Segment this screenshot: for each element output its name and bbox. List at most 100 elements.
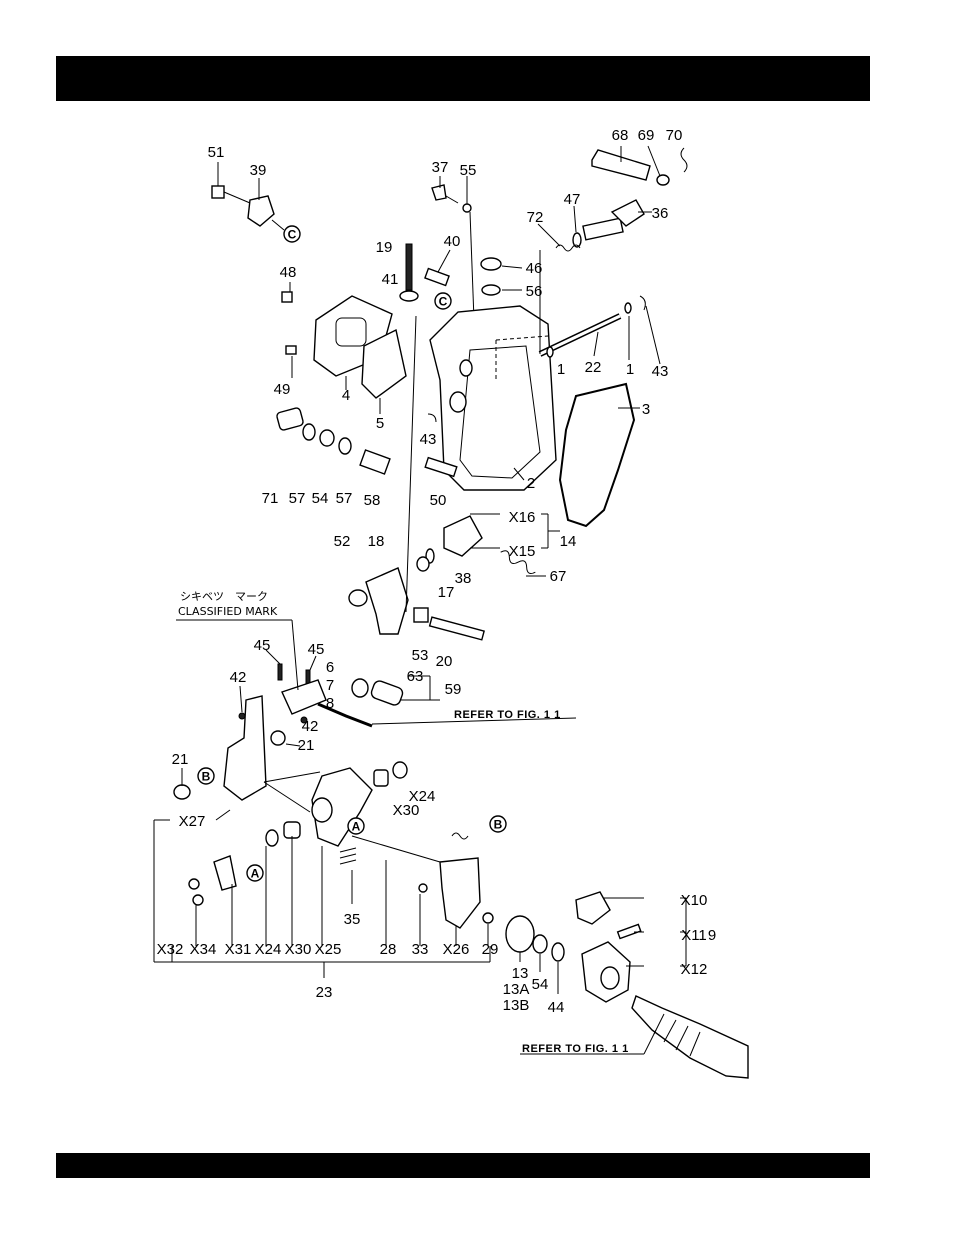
- part-label-9: 9: [708, 927, 716, 944]
- part-label-19: 19: [376, 239, 393, 256]
- part-1-ring-a: [546, 346, 554, 358]
- part-2-case: [429, 305, 557, 491]
- part-label-53: 53: [412, 647, 429, 664]
- part-label-7: 7: [326, 677, 334, 694]
- part-label-x34: X34: [190, 941, 217, 958]
- part-X24-washer-a: [392, 761, 408, 779]
- part-label-57: 57: [289, 490, 306, 507]
- svg-text:C: C: [439, 295, 448, 309]
- part-19-stud: [405, 243, 413, 291]
- header-bar: [56, 56, 870, 101]
- part-label-6: 6: [326, 659, 334, 676]
- japanese-mark-label: シキベツ マーク: [180, 590, 268, 603]
- part-44-washer: [551, 942, 565, 962]
- part-label-1: 1: [626, 361, 634, 378]
- part-label-67: 67: [550, 568, 567, 585]
- leader-lines: [153, 145, 687, 1055]
- part-63-nut: [351, 678, 369, 698]
- refer-to-fig-label-2: REFER TO FIG. 1 1: [522, 1043, 629, 1055]
- part-label-3: 3: [642, 401, 650, 418]
- part-label-x12: X12: [681, 961, 708, 978]
- part-1-ring-b: [624, 302, 632, 314]
- part-71-nut: [276, 407, 304, 431]
- svg-text:A: A: [352, 820, 361, 834]
- part-camshaft: [631, 995, 749, 1079]
- marker-b-2: B: [489, 815, 507, 833]
- part-label-x26: X26: [443, 941, 470, 958]
- part-label-x15: X15: [509, 543, 536, 560]
- part-label-50: 50: [430, 492, 447, 509]
- part-X32-screw: [188, 878, 200, 890]
- classified-mark-label: CLASSIFIED MARK: [178, 605, 278, 618]
- part-label-2: 2: [527, 475, 535, 492]
- part-67-spring: [500, 550, 536, 575]
- part-label-56: 56: [526, 283, 543, 300]
- part-X10-block: [575, 891, 611, 925]
- part-59-adjuster: [370, 680, 404, 706]
- part-50-bolt: [424, 456, 458, 478]
- part-label-x27: X27: [179, 813, 206, 830]
- part-label-20: 20: [436, 653, 453, 670]
- part-29-pin: [482, 912, 494, 924]
- part-51-bolt: [211, 185, 225, 199]
- part-57-washer-a: [302, 423, 316, 441]
- part-label-51: 51: [208, 144, 225, 161]
- part-label-18: 18: [368, 533, 385, 550]
- part-label-14: 14: [560, 533, 577, 550]
- part-label-48: 48: [280, 264, 297, 281]
- part-label-44: 44: [548, 999, 565, 1016]
- marker-c-2: C: [434, 292, 452, 310]
- part-label-22: 22: [585, 359, 602, 376]
- part-43-clip-b: [427, 413, 437, 423]
- part-label-43: 43: [652, 363, 669, 380]
- footer-bar: [56, 1153, 870, 1178]
- part-label-21: 21: [298, 737, 315, 754]
- part-39-bracket: [247, 195, 275, 227]
- part-label-x10: X10: [681, 892, 708, 909]
- part-43-clip-a: [639, 295, 646, 311]
- part-48-screw: [281, 291, 293, 303]
- part-label-x30: X30: [285, 941, 312, 958]
- part-X26-lever: [439, 857, 481, 929]
- part-21-washer-a: [270, 730, 286, 746]
- part-58-stud: [359, 449, 391, 475]
- circle-markers: C C A A B B: [197, 225, 507, 882]
- part-X11-pin: [616, 923, 642, 940]
- part-label-35: 35: [344, 911, 361, 928]
- part-label-58: 58: [364, 492, 381, 509]
- part-label-52: 52: [334, 533, 351, 550]
- part-label-68: 68: [612, 127, 629, 144]
- part-label-41: 41: [382, 271, 399, 288]
- marker-b-1: B: [197, 767, 215, 785]
- part-69-washer: [656, 174, 670, 186]
- part-label-37: 37: [432, 159, 449, 176]
- part-label-x32: X32: [157, 941, 184, 958]
- part-label-5: 5: [376, 415, 384, 432]
- part-42-screw-b: [300, 716, 308, 724]
- svg-text:C: C: [288, 228, 297, 242]
- part-label-46: 46: [526, 260, 543, 277]
- part-label-72: 72: [527, 209, 544, 226]
- part-20-bolt: [428, 616, 485, 641]
- part-X24-washer-b: [265, 829, 279, 847]
- part-label-21: 21: [172, 751, 189, 768]
- part-3-gasket: [558, 382, 636, 528]
- part-label-59: 59: [445, 681, 462, 698]
- marker-a-2: A: [246, 864, 264, 882]
- part-label-13: 13: [512, 965, 529, 982]
- part-X31-plate: [213, 855, 237, 891]
- part-label-45: 45: [308, 641, 325, 658]
- part-47-ring: [572, 232, 582, 248]
- part-label-47: 47: [564, 191, 581, 208]
- part-X34-screw: [192, 894, 204, 906]
- part-X30-bushing-a: [373, 769, 389, 787]
- part-35-spring: [339, 847, 357, 865]
- refer-to-fig-label-1: REFER TO FIG. 1 1: [454, 709, 561, 721]
- part-label-36: 36: [652, 205, 669, 222]
- part-label-x30: X30: [393, 802, 420, 819]
- part-label-42: 42: [302, 718, 319, 735]
- part-37-screw: [431, 184, 447, 201]
- part-68-plate: [591, 149, 651, 181]
